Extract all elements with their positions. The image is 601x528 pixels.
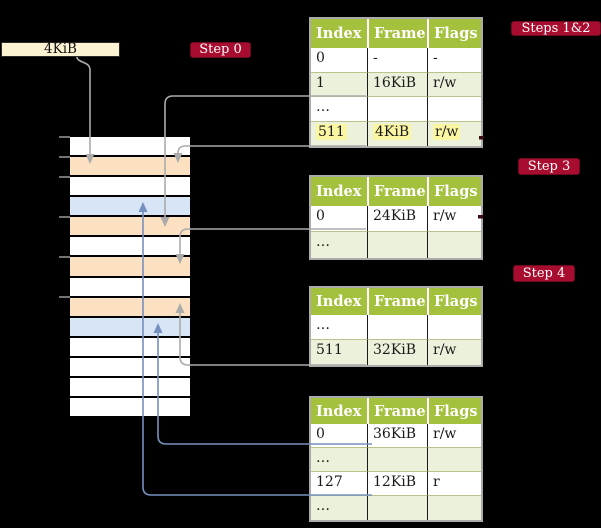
table-row: … [311, 315, 481, 340]
column-header-flags: Flags [427, 398, 481, 424]
column-header-frame: Frame [367, 398, 427, 424]
table-cell: 16KiB [367, 72, 427, 97]
table-cell: 511 [311, 340, 367, 365]
physical-memory-stack [70, 137, 190, 417]
badge-step-0: Step 0 [190, 42, 251, 58]
table-cell [427, 315, 481, 340]
table-cell: 4KiB [367, 121, 427, 146]
column-header-flags: Flags [427, 288, 481, 315]
badge-step-3: Step 3 [518, 158, 580, 175]
table-cell: r/w [427, 121, 481, 146]
memory-frame-row-1 [70, 157, 190, 178]
table-cell: … [311, 448, 367, 472]
memory-frame-row-2 [70, 177, 190, 198]
table-row: … [311, 448, 481, 472]
table-cell [367, 315, 427, 340]
table-cell: r/w [427, 340, 481, 365]
table-cell [427, 448, 481, 472]
table-cell [367, 496, 427, 520]
table-cell [367, 97, 427, 122]
table-cell: … [311, 496, 367, 520]
highlighted-value: r/w [433, 123, 461, 140]
column-header-flags: Flags [427, 177, 481, 206]
table-row: … [311, 496, 481, 520]
memory-frame-row-8 [70, 297, 190, 318]
memory-frame-row-0 [70, 137, 190, 158]
table-cell: … [311, 232, 367, 258]
badge-step-4: Step 4 [513, 265, 575, 282]
column-header-index: Index [316, 402, 362, 420]
table-cell: … [311, 315, 367, 340]
table-cell: 0 [311, 424, 367, 448]
memory-frame-row-11 [70, 357, 190, 378]
table-cell: 0 [311, 48, 367, 73]
column-header-index: Index [316, 25, 362, 42]
table-cell [427, 97, 481, 122]
memory-frame-row-12 [70, 377, 190, 399]
table-cell: 12KiB [367, 472, 427, 496]
table-cell [427, 232, 481, 258]
table-cell: 0 [311, 206, 367, 232]
table-cell: r/w [427, 206, 481, 232]
memory-boundary-ticks [59, 136, 70, 298]
table-cell [367, 448, 427, 472]
table-cell: 24KiB [367, 206, 427, 232]
table-cell: r/w [427, 72, 481, 97]
table-cell: 32KiB [367, 340, 427, 365]
table-cell: 511 [311, 121, 367, 146]
table-cell: r [427, 472, 481, 496]
table-cell [367, 232, 427, 258]
table-cell: - [367, 48, 427, 73]
memory-frame-row-10 [70, 337, 190, 358]
column-header-frame: Frame [367, 177, 427, 206]
memory-frame-row-7 [70, 277, 190, 298]
column-header-frame: Frame [367, 288, 427, 315]
column-header-index: Index [316, 183, 362, 200]
highlighted-value: 4KiB [373, 123, 412, 140]
table-cell [427, 496, 481, 520]
badge-steps-1-2: Steps 1&2 [511, 21, 601, 36]
memory-frame-row-3 [70, 197, 190, 218]
page-table-pointer-box: 4KiB [1, 42, 120, 57]
table-row: 511 4KiB r/w [311, 121, 481, 146]
column-header-frame: Frame [367, 19, 427, 48]
table-row: … [311, 232, 481, 258]
table-cell: 127 [311, 472, 367, 496]
memory-frame-row-6 [70, 257, 190, 278]
table-cell: 36KiB [367, 424, 427, 448]
table-cell: r/w [427, 424, 481, 448]
memory-frame-row-4 [70, 217, 190, 238]
table-cell: 1 [311, 72, 367, 97]
memory-frame-row-5 [70, 237, 190, 258]
memory-frame-row-13 [70, 398, 190, 417]
highlighted-value: 511 [316, 123, 347, 140]
column-header-flags: Flags [427, 19, 481, 48]
table-cell: - [427, 48, 481, 73]
column-header-index: Index [316, 293, 362, 310]
table-cell: … [311, 97, 367, 122]
table-row: … [311, 97, 481, 122]
memory-frame-row-9 [70, 317, 190, 338]
table-row: 0-- [311, 48, 481, 73]
